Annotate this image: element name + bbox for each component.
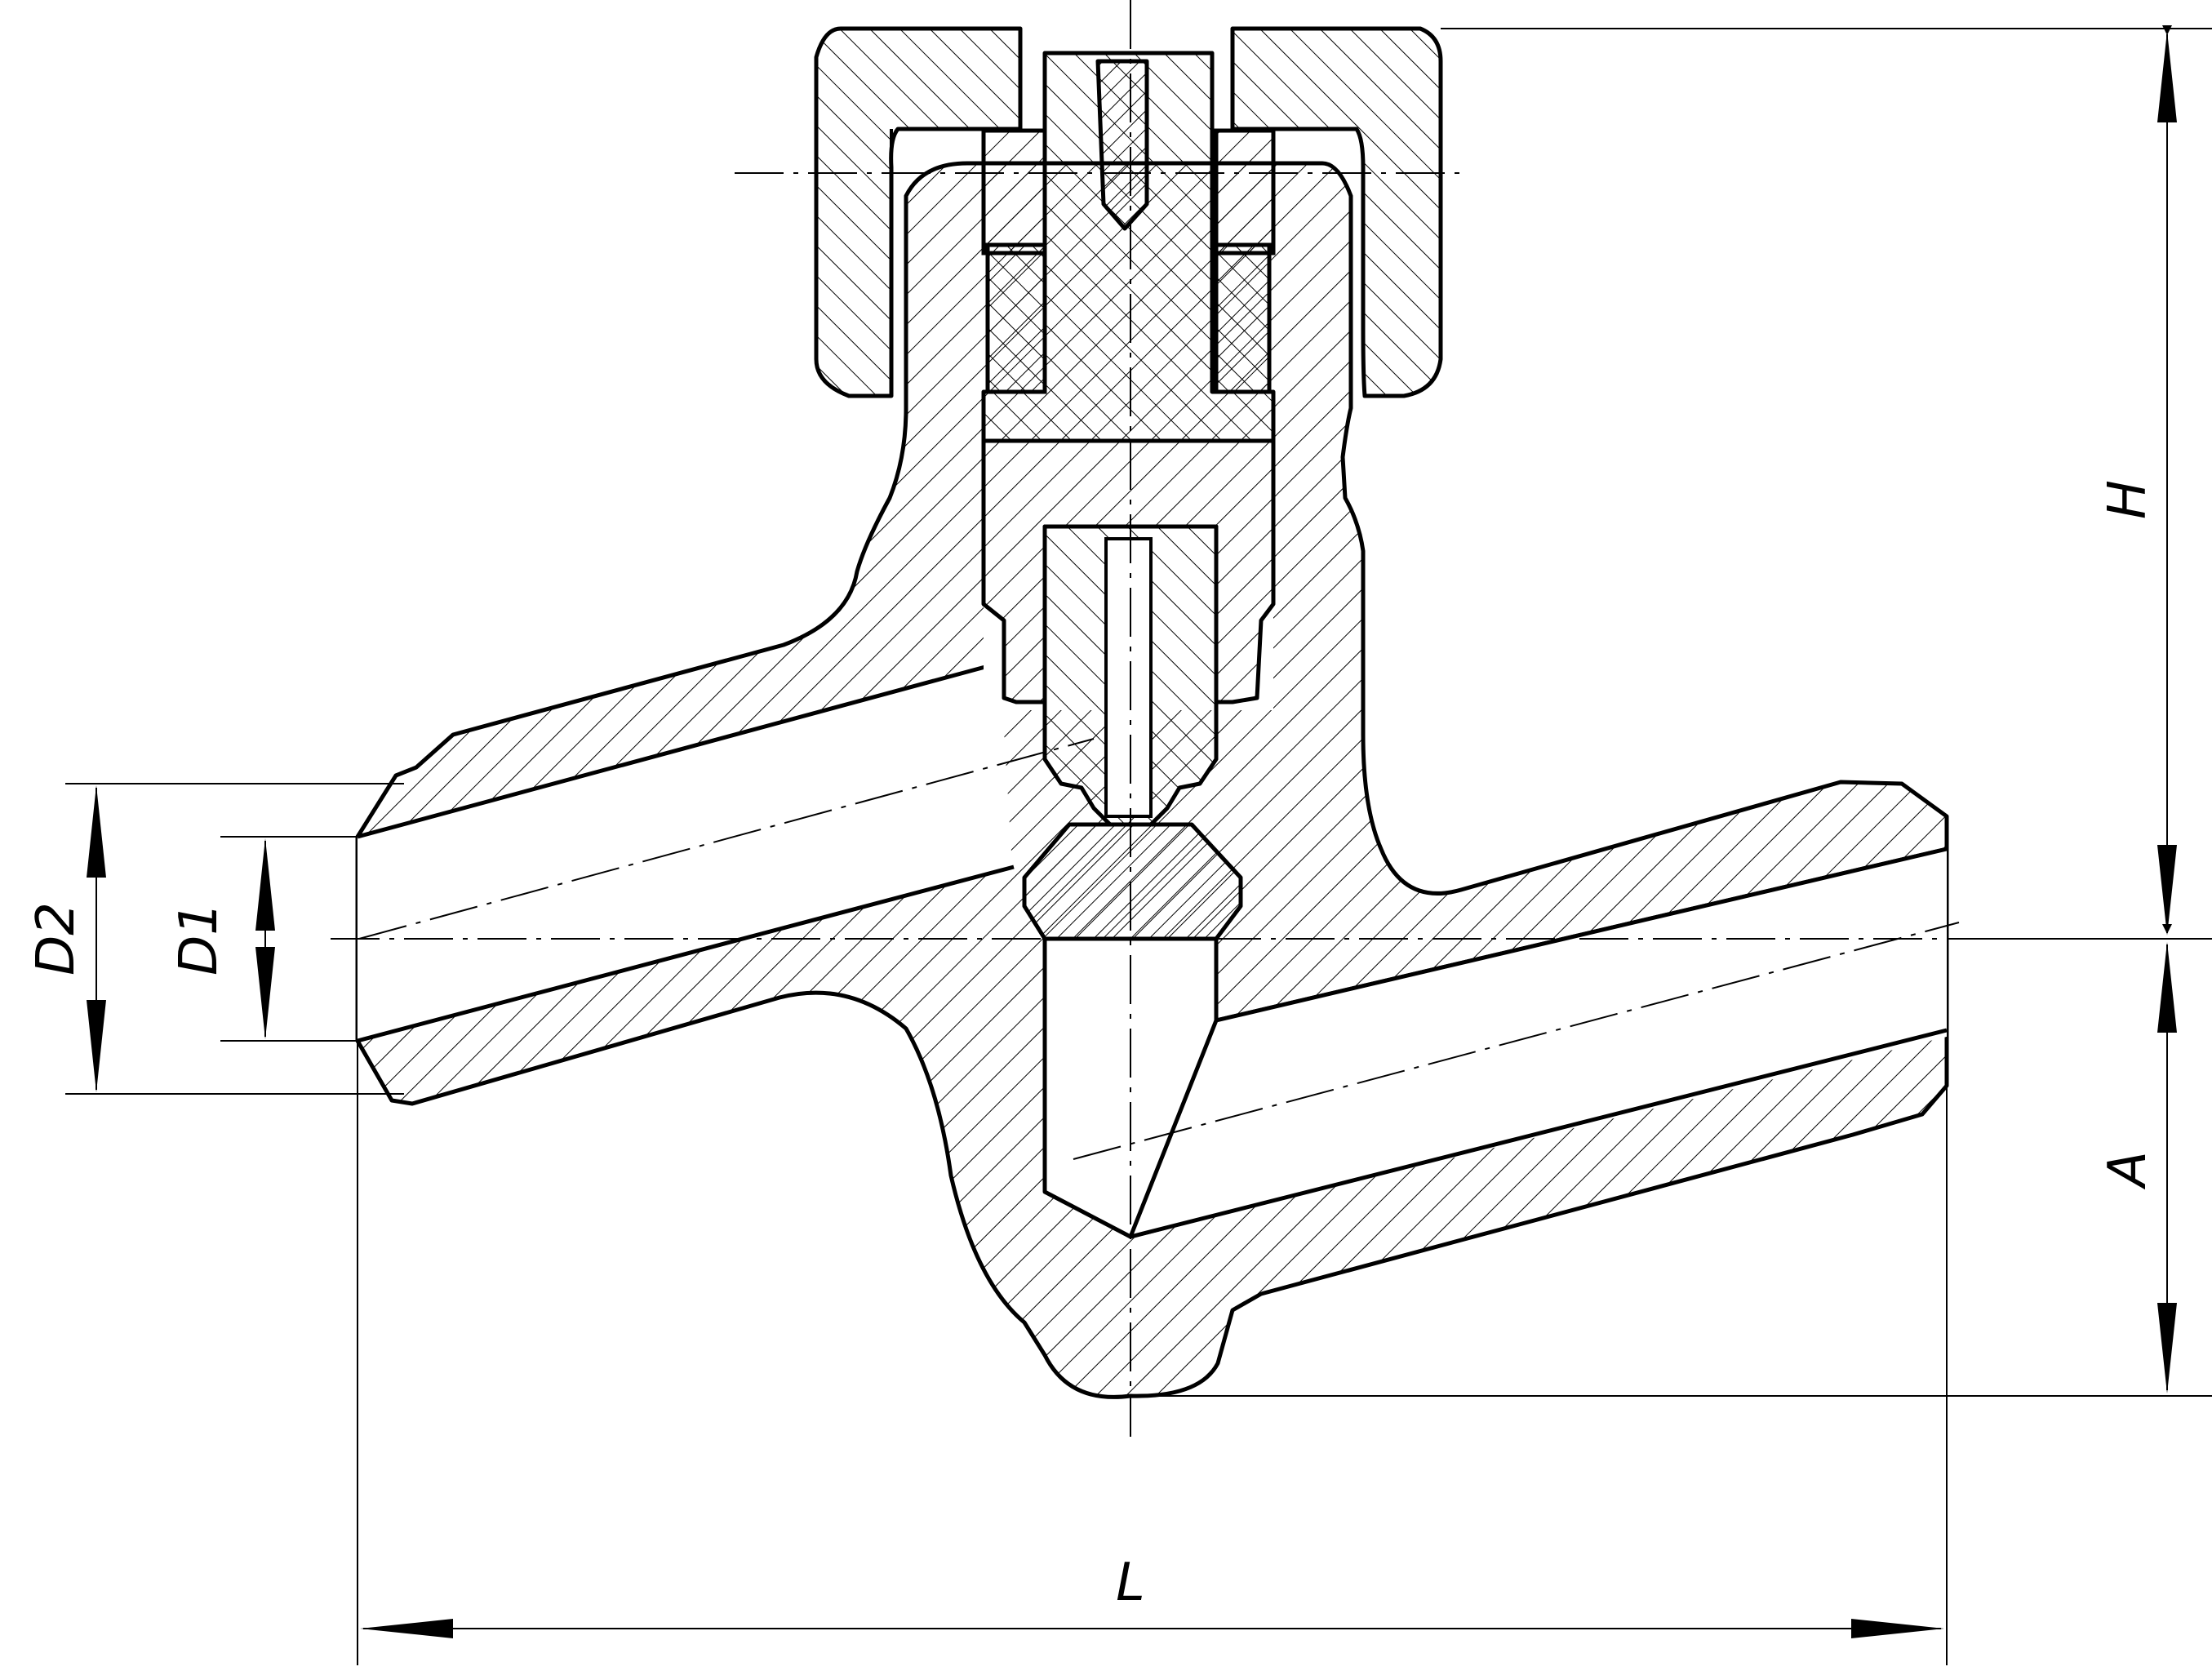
stem-slot (1104, 537, 1153, 818)
arrow-h-bottom (2157, 845, 2177, 936)
arrow-d1-top (255, 838, 275, 931)
plug (1022, 822, 1243, 941)
outlet-passage-fill (1130, 849, 1947, 1237)
arrow-a-top (2157, 942, 2177, 1033)
label-d1: D1 (169, 902, 229, 976)
inlet-bore-bottom-edge (357, 864, 1015, 1043)
outlet-axis (1073, 922, 1960, 1160)
arrow-l-right (1851, 1619, 1944, 1638)
gland-assembly (981, 51, 1276, 941)
bonnet-nut (814, 26, 1443, 398)
label-a: A (2098, 1151, 2158, 1190)
gland-left (981, 128, 1047, 256)
dimension-arrows (87, 31, 2177, 1638)
label-l: L (1116, 1553, 1145, 1613)
arrow-a-bottom (2157, 1303, 2177, 1393)
arrow-d1-bottom (255, 947, 275, 1039)
nut-right (1230, 26, 1443, 398)
dimension-labels: H A D2 D1 L (26, 480, 2158, 1613)
gland-right (1214, 128, 1276, 256)
inlet-axis (358, 738, 1095, 940)
inlet-bore-top-edge (357, 662, 995, 839)
arrow-d2-bottom (87, 1000, 106, 1092)
arrow-l-left (360, 1619, 453, 1638)
label-d2: D2 (26, 902, 87, 976)
packing-left (985, 242, 1047, 394)
inlet-bore (358, 663, 1012, 1041)
packing-right (1214, 242, 1272, 394)
arrow-d2-top (87, 785, 106, 878)
stem-bolt-hole (1095, 59, 1149, 231)
arrow-h-top (2157, 31, 2177, 122)
label-h: H (2098, 480, 2158, 519)
center-lines (331, 0, 2196, 1437)
